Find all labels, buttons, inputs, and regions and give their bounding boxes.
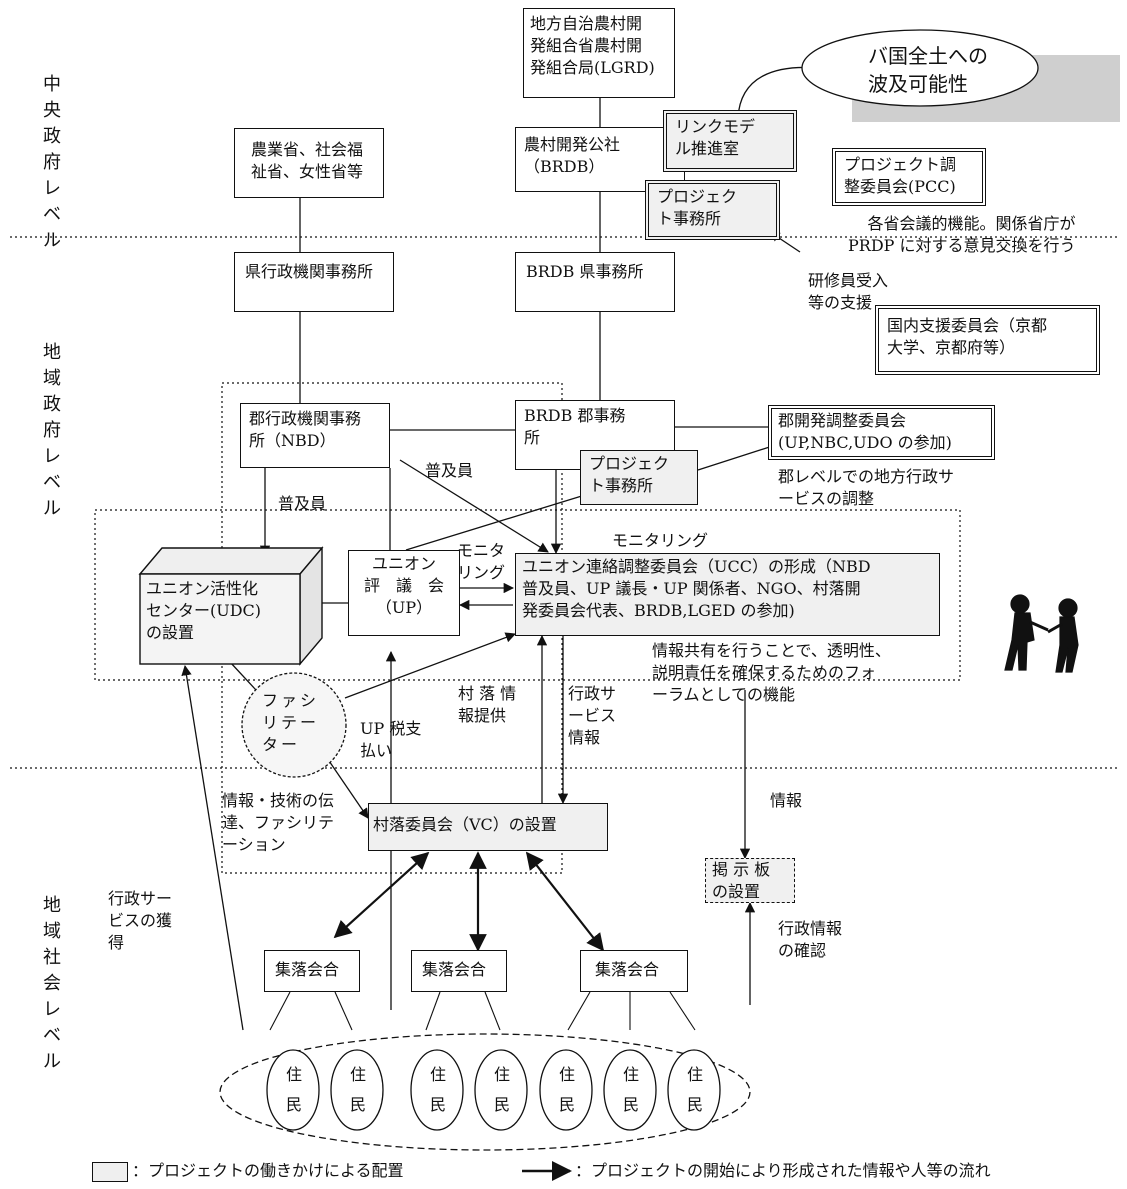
resident-4: 住 民 xyxy=(494,1060,510,1120)
up-box: ユニオン 評 議 会 （UP） xyxy=(348,550,460,636)
bangla-label: バ国全土への 波及可能性 xyxy=(868,42,988,98)
district-office-box: 県行政機関事務所 xyxy=(234,252,394,312)
udc-label: ユニオン活性化 センター(UDC) の設置 xyxy=(146,578,261,644)
hamlet-box-3: 集落会合 xyxy=(580,950,688,992)
level-community: 地域社会レベル xyxy=(40,893,64,1075)
board-box: 掲 示 板 の設置 xyxy=(705,858,795,903)
level-central: 中央政府レベル xyxy=(40,72,64,254)
monitoring-label-1: モニタ リング xyxy=(457,540,505,584)
resident-6: 住 民 xyxy=(623,1060,639,1120)
resident-7: 住 民 xyxy=(687,1060,703,1120)
monitoring-label-2: モニタリング xyxy=(612,530,708,552)
handshake-icon xyxy=(1005,595,1078,672)
up-tax-label: UP 税支 払い xyxy=(360,718,421,762)
extension-worker-label-2: 普及員 xyxy=(278,493,326,515)
ministries-box: 農業省、社会福 祉省、女性省等 xyxy=(234,128,384,198)
ucc-note: 情報共有を行うことで、透明性、 説明責任を確保するためのフォ ーラムとしての機能 xyxy=(652,640,891,706)
pcc-box: プロジェクト調 整委員会(PCC) xyxy=(832,148,986,206)
facilitator-label: ファシ リテー ター xyxy=(262,690,319,756)
domestic-support-box: 国内支援委員会（京都 大学、京都府等） xyxy=(875,305,1100,375)
info-label: 情報 xyxy=(770,790,802,812)
hamlet-box-1: 集落会合 xyxy=(264,950,360,992)
resident-2: 住 民 xyxy=(350,1060,366,1120)
level-regional: 地域政府レベル xyxy=(40,340,64,522)
admin-check-label: 行政情報 の確認 xyxy=(778,918,842,962)
vc-box: 村落委員会（VC）の設置 xyxy=(368,803,608,851)
nbd-box: 郡行政機関事務 所（NBD） xyxy=(240,403,390,468)
sub-note: 郡レベルでの地方行政サ ービスの調整 xyxy=(778,466,954,510)
legend-arrow-label: ：プロジェクトの開始により形成された情報や人等の流れ xyxy=(575,1160,991,1182)
resident-1: 住 民 xyxy=(286,1060,302,1120)
link-model-box: リンクモデ ル推進室 xyxy=(663,110,797,172)
village-info-label: 村 落 情 報提供 xyxy=(458,683,516,727)
lgrd-box: 地方自治農村開 発組合省農村開 発組合局(LGRD) xyxy=(523,8,675,98)
tech-transfer-label: 情報・技術の伝 達、ファシリテ ーション xyxy=(222,790,334,856)
legend-shaded-swatch xyxy=(92,1162,128,1182)
project-office-central-box: プロジェク ト事務所 xyxy=(645,180,780,240)
legend-shaded-label: ：プロジェクトの働きかけによる配置 xyxy=(132,1160,404,1182)
admin-acquire-label: 行政サー ビスの獲 得 xyxy=(108,888,172,954)
extension-worker-label-1: 普及員 xyxy=(425,460,473,482)
hamlet-box-2: 集落会合 xyxy=(411,950,507,992)
resident-5: 住 民 xyxy=(559,1060,575,1120)
project-office-sub-box: プロジェク ト事務所 xyxy=(580,450,698,505)
brdb-district-box: BRDB 県事務所 xyxy=(515,252,675,312)
resident-3: 住 民 xyxy=(430,1060,446,1120)
sub-committee-box: 郡開発調整委員会 (UP,NBC,UDO の参加) xyxy=(768,405,995,460)
admin-service-label: 行政サ ービス 情報 xyxy=(568,683,616,749)
pcc-note: 各省会議的機能。関係省庁が PRDP に対する意見交換を行う xyxy=(848,213,1076,257)
ucc-box: ユニオン連絡調整委員会（UCC）の形成（NBD 普及員、UP 議長・UP 関係者… xyxy=(515,553,940,636)
